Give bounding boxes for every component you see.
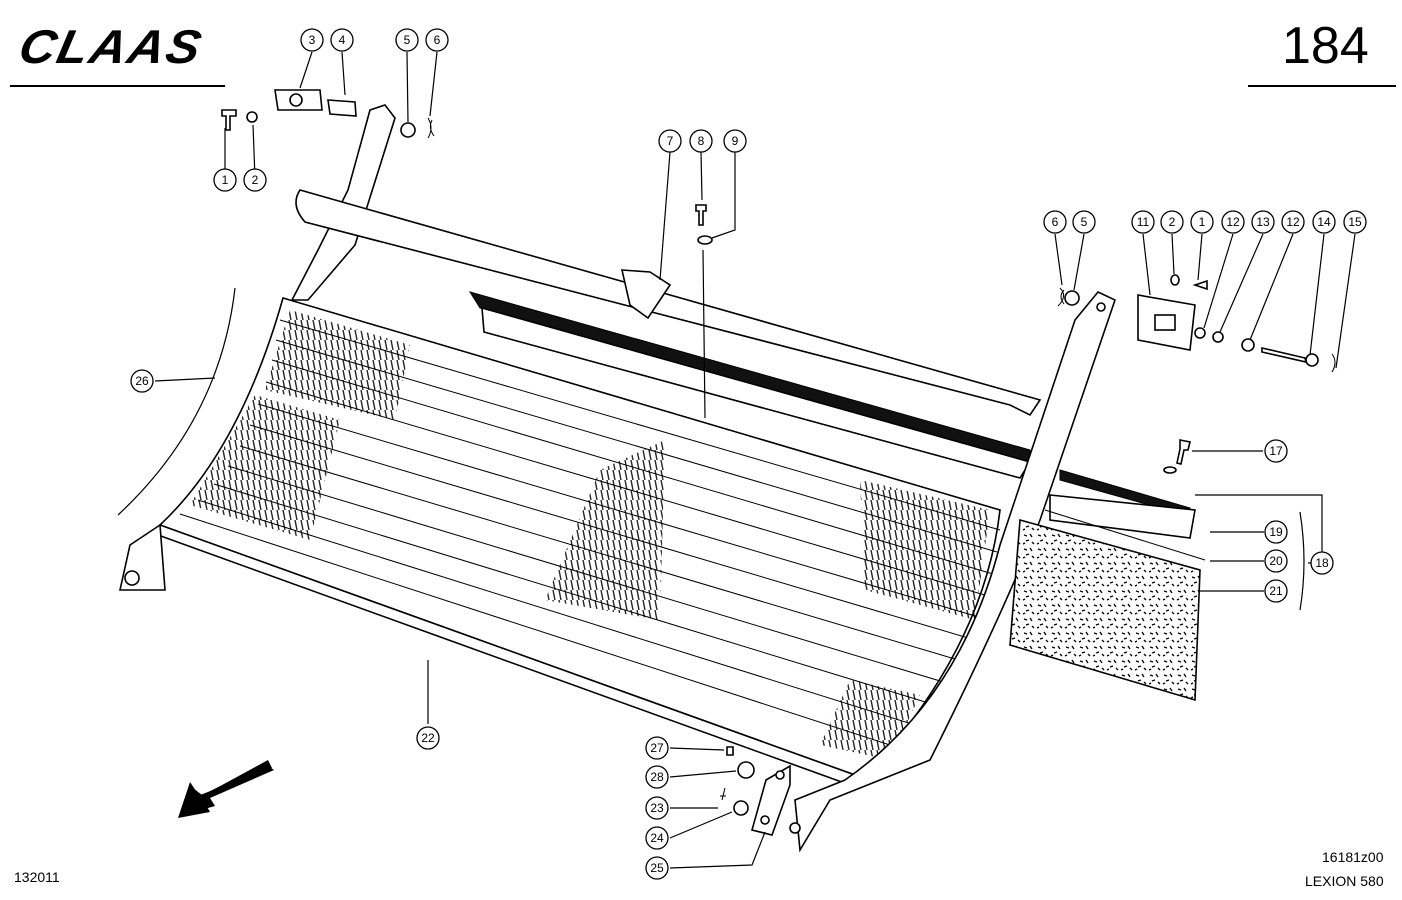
- svg-text:9: 9: [732, 134, 739, 148]
- callout-3: 3: [300, 28, 324, 52]
- callout-19: 19: [1264, 520, 1288, 544]
- drawing-code: 16181z00: [1322, 849, 1384, 865]
- callout-17: 17: [1264, 439, 1288, 463]
- svg-text:13: 13: [1256, 215, 1270, 229]
- callout-24: 24: [645, 826, 669, 850]
- svg-text:7: 7: [667, 134, 674, 148]
- svg-text:6: 6: [1052, 215, 1059, 229]
- callout-5a: 5: [395, 28, 419, 52]
- grate-wire-sections: [190, 310, 990, 760]
- callout-28: 28: [645, 765, 669, 789]
- leader-lines: [154, 51, 1356, 869]
- svg-text:1: 1: [1199, 215, 1206, 229]
- svg-text:11: 11: [1137, 215, 1150, 229]
- callout-20: 20: [1264, 549, 1288, 573]
- wear-plate-arc: [117, 287, 236, 516]
- washer-9: [697, 235, 713, 245]
- svg-text:27: 27: [650, 741, 664, 755]
- callout-2a: 2: [243, 168, 267, 192]
- callout-13: 13: [1251, 210, 1275, 234]
- svg-text:24: 24: [650, 831, 664, 845]
- page-number: 184: [1282, 17, 1369, 75]
- top-tube: [295, 189, 1042, 417]
- header-rule-right: [1248, 85, 1396, 87]
- svg-text:12: 12: [1286, 215, 1300, 229]
- upper-strip-front: [481, 306, 1032, 479]
- callout-6b: 6: [1043, 210, 1067, 234]
- direction-arrow-fill: [180, 764, 274, 816]
- callout-6a: 6: [425, 28, 449, 52]
- clamp-strip: [1049, 494, 1196, 539]
- svg-text:5: 5: [404, 33, 411, 47]
- callout-11: 11: [1131, 210, 1155, 234]
- callout-1a: 1: [213, 168, 237, 192]
- svg-text:17: 17: [1269, 444, 1283, 458]
- callout-8: 8: [689, 129, 713, 153]
- small-parts-top-right: [1057, 274, 1336, 373]
- small-parts-bottom: [720, 746, 801, 836]
- left-pin: [124, 570, 140, 586]
- bolt-17: [1176, 439, 1191, 465]
- callout-4: 4: [330, 28, 354, 52]
- svg-text:2: 2: [1169, 215, 1176, 229]
- svg-text:28: 28: [650, 770, 664, 784]
- callout-12b: 12: [1281, 210, 1305, 234]
- callout-23: 23: [645, 796, 669, 820]
- callout-2b: 2: [1160, 210, 1184, 234]
- callout-21: 21: [1264, 579, 1288, 603]
- svg-text:14: 14: [1317, 215, 1331, 229]
- svg-text:2: 2: [252, 173, 259, 187]
- small-parts-top-left: [221, 89, 435, 139]
- callout-15: 15: [1343, 210, 1367, 234]
- svg-text:12: 12: [1226, 215, 1240, 229]
- rubber-mat: [1009, 518, 1201, 702]
- svg-text:19: 19: [1269, 525, 1283, 539]
- bolt-8: [695, 204, 707, 226]
- svg-text:21: 21: [1269, 584, 1283, 598]
- svg-text:5: 5: [1081, 215, 1088, 229]
- svg-text:25: 25: [650, 861, 664, 875]
- svg-text:4: 4: [339, 33, 346, 47]
- washer-17: [1163, 466, 1177, 474]
- callout-25: 25: [645, 856, 669, 880]
- callout-22: 22: [416, 726, 440, 750]
- callout-12a: 12: [1221, 210, 1245, 234]
- rail-strip: [1044, 509, 1206, 561]
- svg-text:23: 23: [650, 801, 664, 815]
- callout-26: 26: [130, 369, 154, 393]
- svg-text:22: 22: [421, 731, 435, 745]
- svg-text:15: 15: [1348, 215, 1362, 229]
- callout-9: 9: [723, 129, 747, 153]
- callout-27: 27: [645, 736, 669, 760]
- svg-text:18: 18: [1315, 556, 1329, 570]
- svg-text:6: 6: [434, 33, 441, 47]
- svg-text:3: 3: [309, 33, 316, 47]
- header-rule-left: [10, 85, 225, 87]
- svg-text:20: 20: [1269, 554, 1283, 568]
- model-name: LEXION 580: [1305, 873, 1384, 889]
- callout-14: 14: [1312, 210, 1336, 234]
- callout-1b: 1: [1190, 210, 1214, 234]
- svg-text:26: 26: [135, 374, 149, 388]
- tube-clamp: [620, 269, 672, 320]
- svg-text:1: 1: [222, 173, 229, 187]
- callout-18: 18: [1310, 551, 1334, 575]
- callout-7: 7: [658, 129, 682, 153]
- callout-5b: 5: [1072, 210, 1096, 234]
- svg-text:8: 8: [698, 134, 705, 148]
- footer-left-code: 132011: [14, 869, 60, 885]
